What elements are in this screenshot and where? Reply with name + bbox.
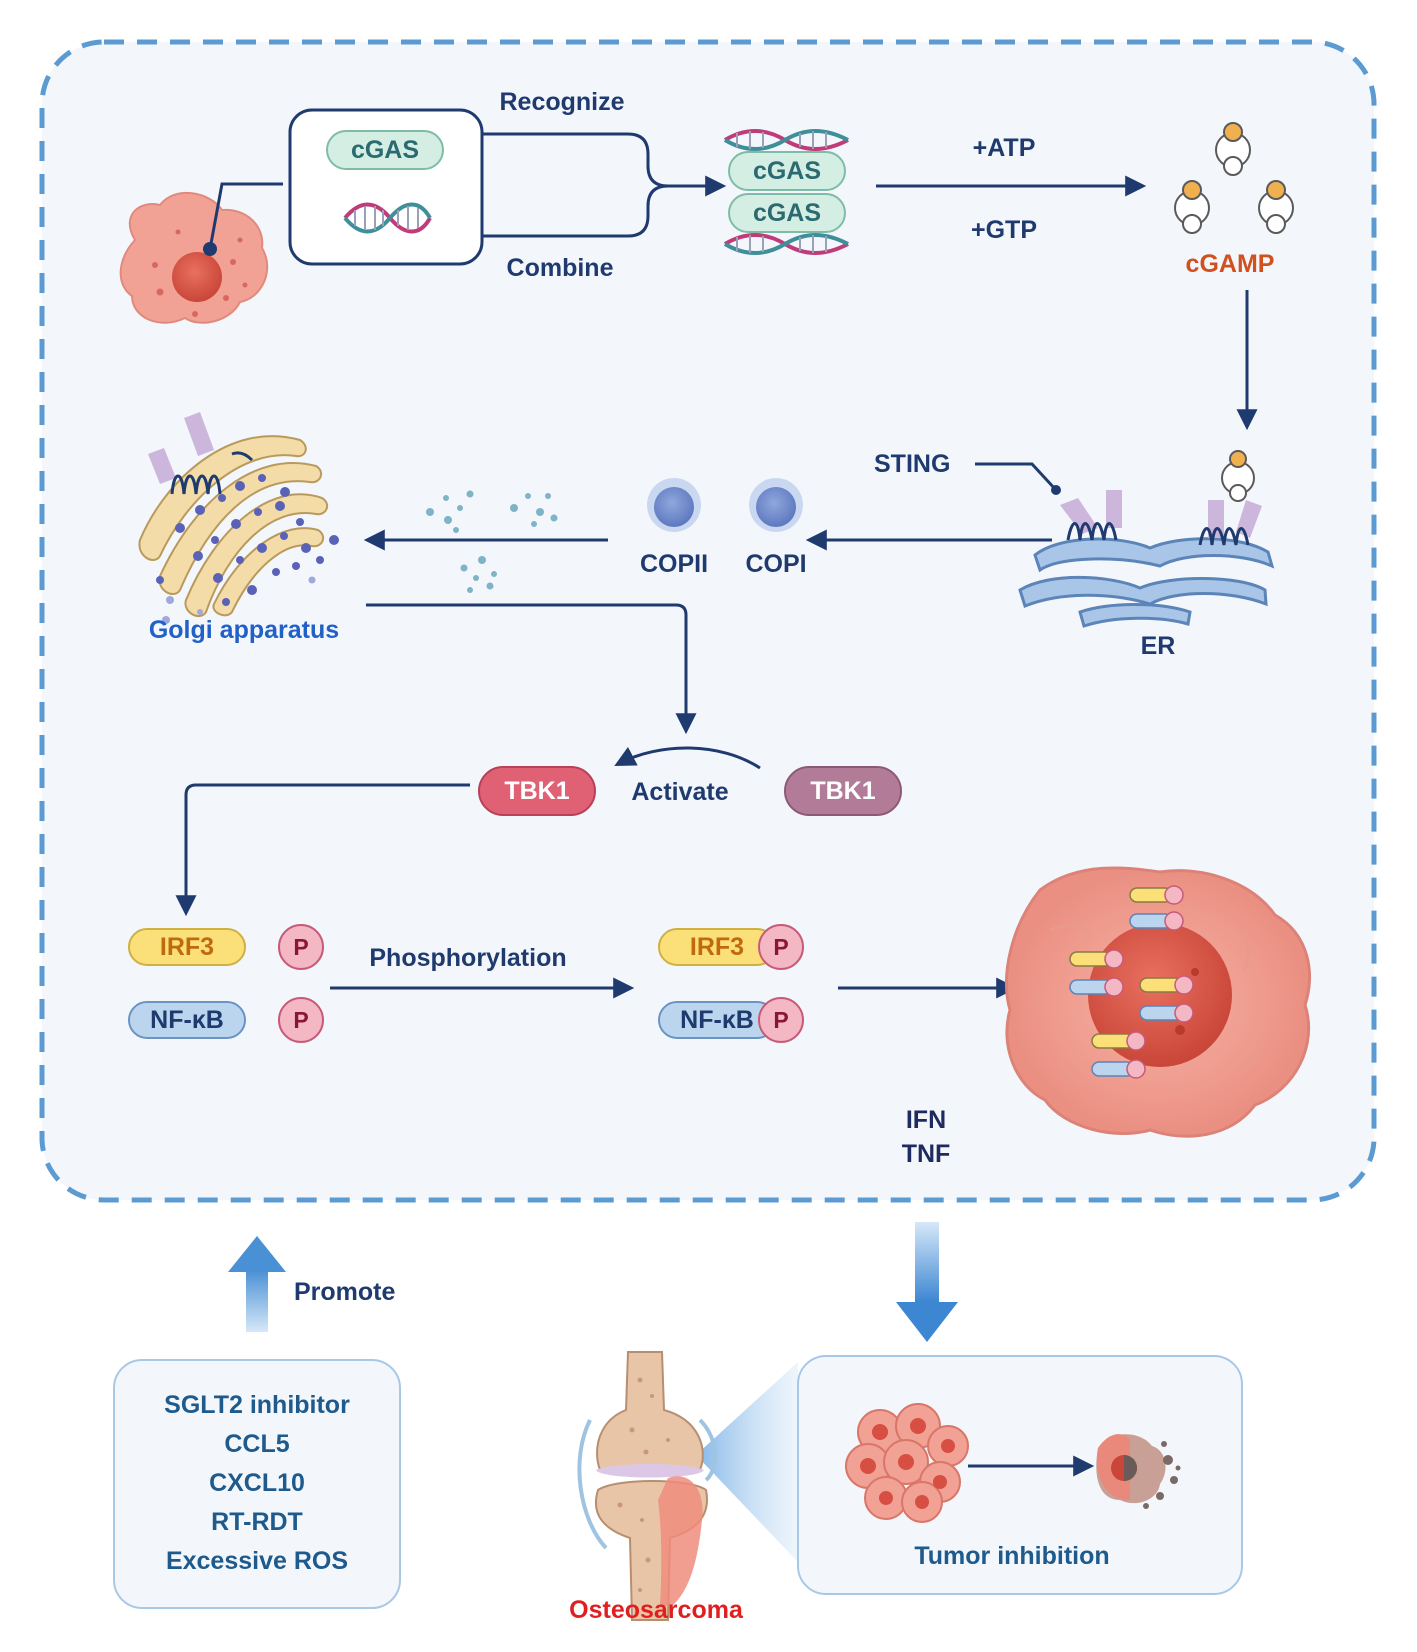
tbk1-active-pill: TBK1 [478, 766, 596, 816]
activate-label: Activate [631, 778, 729, 806]
tbk1-inactive-pill: TBK1 [784, 766, 902, 816]
nfkb-pill-left: NF-κB [128, 1001, 246, 1039]
cgas-dimer-pill-bottom: cGAS [728, 193, 846, 233]
cgas-label: cGAS [350, 135, 420, 164]
cgas-dimer-label-top: cGAS [752, 156, 822, 185]
nfkb-label-left: NF-κB [150, 1005, 224, 1034]
promote-up-arrow [228, 1236, 286, 1332]
er-organelle-icon [1018, 537, 1275, 628]
osteosarcoma-label: Osteosarcoma [569, 1596, 743, 1624]
nfkb-pill-right: NF-κB [658, 1001, 776, 1039]
irf3-label-right: IRF3 [689, 932, 745, 961]
zoom-highlight [696, 1362, 798, 1562]
ifn-label: IFN [905, 1106, 947, 1134]
phosphate-left-top: P [278, 924, 324, 970]
sting-protein-icon [1060, 490, 1262, 546]
promoter-item: CXCL10 [209, 1469, 305, 1497]
phosphorylation-label: Phosphorylation [369, 944, 567, 972]
promoter-item: CCL5 [224, 1430, 290, 1458]
promoters-box [113, 1359, 401, 1609]
phosphate-label: P [773, 1006, 789, 1033]
copi-label: COPI [745, 550, 807, 578]
promote-label: Promote [294, 1278, 396, 1306]
nfkb-label-right: NF-κB [680, 1005, 754, 1034]
promoter-item: Excessive ROS [165, 1547, 349, 1575]
phosphate-right-top: P [758, 924, 804, 970]
dna-binding-markers [1069, 885, 1194, 1079]
irf3-pill-left: IRF3 [128, 928, 246, 966]
tnf-label: TNF [901, 1140, 951, 1168]
copii-vesicle-icon [647, 478, 701, 532]
cgas-dimer-label-bottom: cGAS [752, 198, 822, 227]
tumor-cell-large [1005, 866, 1312, 1138]
tumor-cell-small [119, 191, 269, 324]
vesicle-dots [426, 490, 558, 593]
golgi-apparatus-icon [138, 412, 339, 624]
dna-strand-top-icon [723, 129, 849, 151]
dying-cell-icon [1096, 1434, 1181, 1509]
cgas-pill: cGAS [326, 130, 444, 170]
cgas-dimer-pill-top: cGAS [728, 151, 846, 191]
dna-helix-icon [343, 202, 432, 234]
irf3-pill-right: IRF3 [658, 928, 776, 966]
gtp-label: +GTP [971, 216, 1037, 244]
outcome-down-arrow [896, 1222, 958, 1342]
promoter-list: SGLT2 inhibitor CCL5 CXCL10 RT-RDT Exces… [114, 1386, 400, 1581]
dna-strand-bottom-icon [723, 233, 849, 255]
cgamp-molecule-icon [1174, 122, 1294, 234]
tbk1-active-label: TBK1 [504, 776, 570, 805]
golgi-label: Golgi apparatus [148, 616, 340, 644]
irf3-label-left: IRF3 [159, 932, 215, 961]
tbk1-inactive-label: TBK1 [810, 776, 876, 805]
atp-label: +ATP [972, 134, 1036, 162]
tumor-inhibition-label: Tumor inhibition [914, 1542, 1110, 1570]
knee-bone-icon [577, 1351, 718, 1621]
er-label: ER [1140, 632, 1176, 660]
sting-label: STING [874, 450, 951, 478]
phosphate-left-bottom: P [278, 997, 324, 1043]
promoter-item: RT-RDT [211, 1508, 303, 1536]
recognize-label: Recognize [499, 88, 625, 116]
phosphate-label: P [293, 1006, 309, 1033]
cgamp-bound-icon [1221, 450, 1255, 502]
copii-label: COPII [639, 550, 709, 578]
combine-label: Combine [506, 254, 614, 282]
copi-vesicle-icon [749, 478, 803, 532]
promoter-item: SGLT2 inhibitor [164, 1391, 350, 1419]
phosphate-label: P [773, 933, 789, 960]
cgamp-label: cGAMP [1185, 250, 1275, 278]
phosphate-label: P [293, 933, 309, 960]
tumor-cluster-icon [845, 1403, 969, 1523]
phosphate-right-bottom: P [758, 997, 804, 1043]
